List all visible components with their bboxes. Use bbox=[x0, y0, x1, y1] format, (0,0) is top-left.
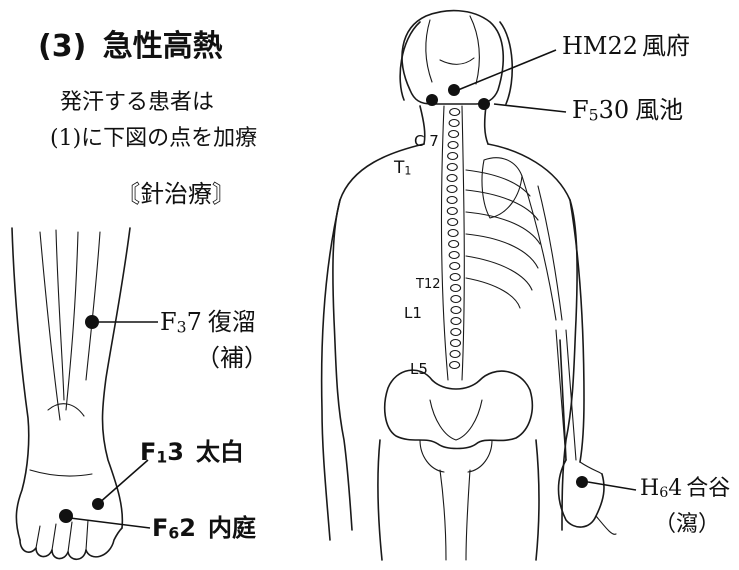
vertebra bbox=[447, 186, 457, 193]
pointer-fengchi bbox=[494, 104, 566, 112]
point-marker-fengchi-left bbox=[426, 94, 438, 106]
point-marker-taibai bbox=[92, 498, 104, 510]
vertebra bbox=[450, 274, 460, 281]
point-marker-fengfu bbox=[448, 84, 460, 96]
instruction-line-1: 発汗する患者は bbox=[60, 92, 214, 114]
vertebra bbox=[450, 362, 460, 369]
vertebra bbox=[449, 131, 459, 138]
vertebra bbox=[450, 109, 460, 116]
vertebra bbox=[447, 164, 457, 171]
spine-label-t1-sub: 1 bbox=[404, 165, 411, 178]
label-fuliu-note: （補） bbox=[196, 346, 268, 370]
label-hegu-note: （瀉） bbox=[654, 514, 720, 536]
spine-label-t12: T12 bbox=[416, 278, 440, 291]
vertebra bbox=[451, 307, 461, 314]
label-fuliu-sub: 3 bbox=[177, 318, 187, 336]
vertebra bbox=[451, 285, 461, 292]
label-taibai-prefix: F bbox=[140, 438, 156, 466]
pointer-neiting bbox=[70, 518, 150, 528]
spine-label-t1: T1 bbox=[394, 160, 411, 177]
label-neiting: F62 内庭 bbox=[152, 516, 256, 540]
label-taibai: F13 太白 bbox=[140, 440, 244, 464]
vertebra bbox=[448, 219, 458, 226]
label-fengchi-sub: 5 bbox=[589, 106, 599, 124]
label-fengchi-prefix: F bbox=[572, 96, 589, 124]
vertebra bbox=[450, 263, 460, 270]
vertebra bbox=[449, 252, 459, 259]
point-marker-fengchi-right bbox=[478, 98, 490, 110]
vertebra bbox=[451, 318, 461, 325]
label-hegu-num: 4 bbox=[668, 476, 682, 501]
label-fengfu-name: 風府 bbox=[642, 32, 690, 60]
point-marker-neiting bbox=[59, 509, 73, 523]
vertebra bbox=[447, 175, 457, 182]
point-marker-fuliu bbox=[85, 315, 99, 329]
body-drawing bbox=[322, 11, 616, 560]
section-number: (3) bbox=[38, 29, 86, 64]
treatment-type-label: 〘針治療〙 bbox=[116, 182, 236, 206]
label-fengfu-code: HM22 bbox=[562, 32, 638, 60]
label-taibai-sub: 1 bbox=[156, 448, 167, 466]
instruction-line-2: (1)に下図の点を加療 bbox=[50, 128, 257, 150]
vertebra bbox=[451, 340, 461, 347]
label-fengchi-num: 30 bbox=[599, 96, 630, 124]
spine-label-l1: L1 bbox=[404, 306, 422, 321]
pointer-fengfu bbox=[458, 50, 556, 90]
spine-label-c7: C 7 bbox=[414, 134, 439, 149]
label-hegu-name: 合谷 bbox=[686, 476, 730, 501]
label-neiting-prefix: F bbox=[152, 514, 168, 542]
leg-foot-drawing bbox=[12, 228, 130, 559]
point-marker-hegu bbox=[576, 476, 588, 488]
label-hegu-prefix: H bbox=[640, 476, 659, 501]
vertebra bbox=[450, 351, 460, 358]
section-title: 急性高熱 bbox=[103, 29, 223, 64]
label-fuliu-name: 復溜 bbox=[208, 308, 256, 336]
vertebra bbox=[448, 153, 458, 160]
vertebra bbox=[449, 241, 459, 248]
pointer-hegu bbox=[588, 482, 636, 490]
vertebra bbox=[451, 296, 461, 303]
section-heading: (3) 急性高熱 bbox=[38, 32, 223, 62]
label-neiting-num: 2 bbox=[179, 514, 196, 542]
vertebra bbox=[451, 329, 461, 336]
label-fuliu-num: 7 bbox=[187, 308, 202, 336]
vertebra bbox=[447, 197, 457, 204]
label-neiting-name: 内庭 bbox=[208, 514, 256, 542]
label-neiting-sub: 6 bbox=[168, 524, 179, 542]
spine-label-l5: L5 bbox=[410, 362, 428, 377]
label-fengchi-name: 風池 bbox=[635, 96, 683, 124]
vertebrae bbox=[447, 109, 461, 369]
pointer-taibai bbox=[98, 460, 148, 504]
label-hegu-sub: 6 bbox=[659, 485, 668, 501]
vertebra bbox=[447, 208, 457, 215]
vertebra bbox=[449, 120, 459, 127]
spine-label-t1-letter: T bbox=[394, 158, 404, 178]
label-taibai-num: 3 bbox=[167, 438, 184, 466]
label-fuliu-prefix: F bbox=[160, 308, 177, 336]
vertebra bbox=[448, 142, 458, 149]
label-taibai-name: 太白 bbox=[196, 438, 244, 466]
vertebra bbox=[448, 230, 458, 237]
